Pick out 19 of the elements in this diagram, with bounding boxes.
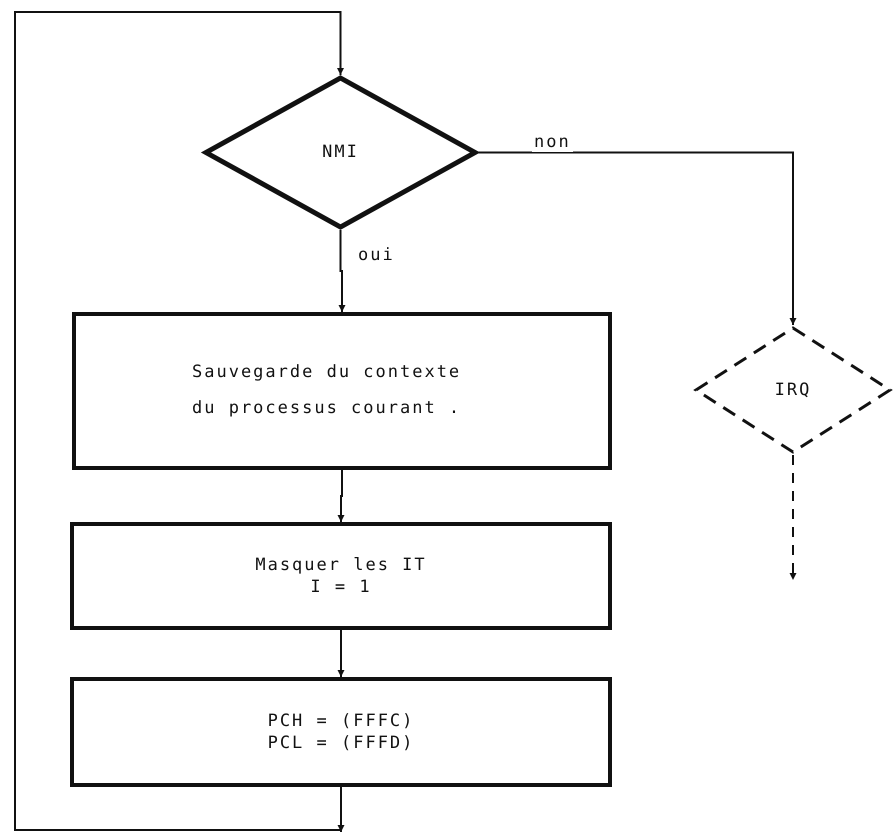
arrow xyxy=(338,630,344,677)
arrow xyxy=(14,11,344,831)
node-text: IRQ xyxy=(774,378,812,402)
decision-diamond xyxy=(693,325,893,455)
arrow xyxy=(790,455,796,580)
process-box xyxy=(70,522,612,630)
decision-diamond xyxy=(203,75,478,230)
process-box xyxy=(70,677,612,787)
node-text: Masquer les IT xyxy=(255,554,427,576)
node-text: PCH = (FFFC) xyxy=(268,710,414,732)
arrow xyxy=(338,470,344,522)
node-text: I = 1 xyxy=(310,576,372,598)
arrow xyxy=(338,230,346,312)
node-text: PCL = (FFFD) xyxy=(268,732,414,754)
node-text: NMI xyxy=(322,141,359,164)
arrow xyxy=(478,152,796,325)
arrow xyxy=(338,787,344,832)
process-box xyxy=(72,312,612,470)
node-text: Sauvegarde du contexte du processus courant . xyxy=(192,361,462,420)
